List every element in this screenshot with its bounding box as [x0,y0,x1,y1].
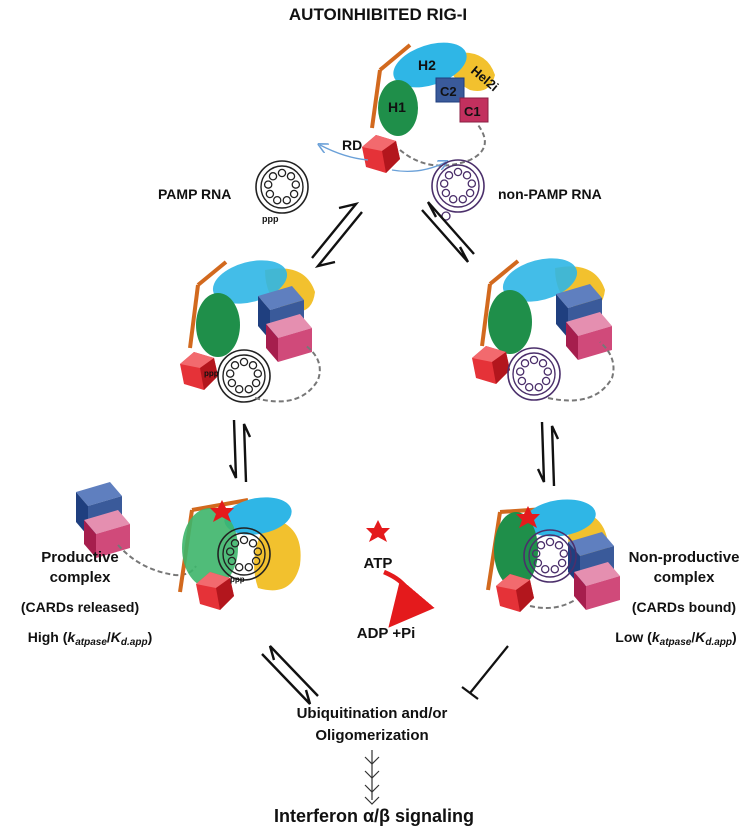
nonpamp-rna-icon [431,159,485,213]
h1-domain [378,80,418,136]
atp-hydrolysis-arrow [383,569,435,628]
atp-label: ATP [364,555,393,572]
atp-icon [366,520,390,542]
nonproductive-complex [486,499,620,612]
nonproductive-name-line1: Non-productive [629,549,740,566]
h2-domain [502,258,578,302]
equilibrium-top-left [311,202,363,268]
productive-complex: ppp [76,482,301,610]
bound-nonpamp-rna [507,347,561,401]
inhibition-nonproductive [461,645,509,700]
pincer-domain-top [378,43,412,72]
autoinhibited-rig-i: H2 Hel2i H1 C2 C1 RD [320,42,502,173]
pamp-rna-icon [255,160,309,214]
h1-domain [196,293,240,357]
adp-label: ADP +Pi [357,625,416,642]
nonproductive-state: (CARDs bound) [632,599,736,615]
nonpamp-rna-label: non-PAMP RNA [498,186,602,202]
pincer-domain-top [196,260,228,287]
ppp-label: ppp [204,369,219,378]
pamp-rna-label: PAMP RNA [158,186,231,202]
equilibrium-mid-left [228,419,252,483]
rd-domain [472,346,510,384]
rd-label: RD [342,137,362,153]
equilibrium-mid-right [536,421,560,487]
nonpamp-bound-complex [472,258,615,402]
pincer-domain [370,69,382,129]
productive-state: (CARDs released) [21,599,139,615]
h1-label: H1 [388,99,406,115]
final-outcome: Interferon α/β signaling [274,806,474,826]
atp-star [210,500,234,522]
productive-name-line1: Productive [41,549,119,566]
ppp-label: ppp [230,575,245,584]
pincer-domain [188,284,200,349]
card-linker [547,341,615,402]
h2-domain [393,42,467,88]
c2-label: C2 [440,84,457,99]
hel2i-domain [254,518,301,591]
h2-label: H2 [418,57,436,73]
rd-motion-right [391,162,446,173]
pamp-bound-complex: ppp [180,260,321,403]
h1-domain [182,508,238,588]
equilibrium-top-right [421,201,475,263]
nonpamp-rna-tail [441,211,451,221]
card-linker [254,344,321,403]
productive-activity: High (katpase/Kd.app) [28,629,153,648]
ubiquitination-line2: Oligomerization [315,727,428,744]
c1-label: C1 [464,104,481,119]
card-linker [529,599,576,609]
rd-motion-left [320,145,369,161]
nonproductive-activity: Low (katpase/Kd.app) [615,629,736,648]
pincer-domain [480,283,492,347]
h1-domain [488,290,532,354]
ppp-label: ppp [262,214,279,224]
diagram-title: AUTOINHIBITED RIG-I [289,5,467,24]
atp-star [516,506,540,528]
pincer-domain-top [488,259,520,286]
card-linker [399,124,486,167]
h2-domain [524,499,596,537]
rd-domain [362,135,400,173]
ubiquitination-line1: Ubiquitination and/or [297,705,448,722]
productive-name-line2: complex [50,569,112,586]
equilibrium-productive-signaling [261,645,319,705]
h2-domain [224,497,292,535]
h2-domain [212,260,288,304]
signaling-cascade-arrows [364,750,380,805]
rd-domain [496,574,534,612]
pincer-domain [486,511,502,591]
nonproductive-name-line2: complex [654,569,716,586]
c2-card [435,77,465,103]
bound-pamp-rna [217,349,271,403]
c1-card [459,97,489,123]
